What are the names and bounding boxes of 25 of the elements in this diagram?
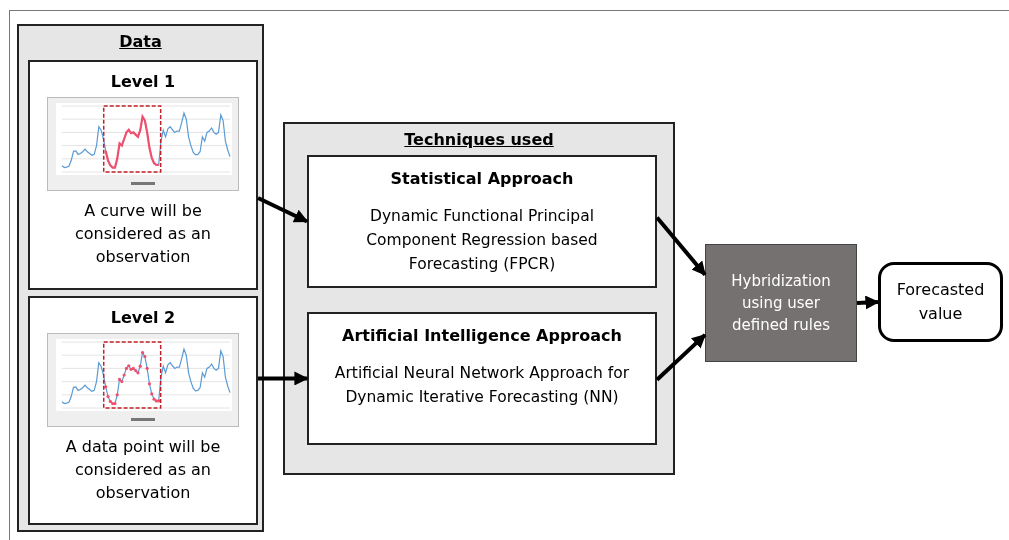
group-heading: Data (119, 32, 162, 51)
arrow (258, 371, 309, 386)
approach-box (307, 155, 657, 288)
level-box (28, 296, 258, 525)
arrow (856, 295, 880, 310)
approach-description: Artificial Neural Network Approach for Dynamic Iterative Forecasting (NN) (333, 363, 631, 408)
group-panel (283, 122, 675, 475)
level-heading: Level 2 (110, 308, 176, 327)
process-label: Hybridization using user defined rules (730, 271, 832, 336)
arrow (257, 196, 309, 224)
approach-description: Dynamic Functional Principal Component Regression based Forecasting (FPCR) (365, 206, 599, 275)
level-box (28, 60, 258, 290)
process-box (705, 244, 857, 362)
level-heading: Level 1 (110, 72, 176, 91)
approach-heading: Statistical Approach (390, 169, 574, 188)
approach-box (307, 312, 657, 445)
terminal-label: Forecasted value (895, 279, 986, 325)
level-description: A data point will be considered as an observation (64, 436, 222, 504)
group-panel (17, 24, 264, 532)
arrow (655, 333, 707, 382)
group-heading: Techniques used (404, 130, 554, 149)
arrow (655, 216, 707, 276)
level-description: A curve will be considered as an observation (74, 200, 212, 268)
approach-heading: Artificial Intelligence Approach (342, 326, 622, 345)
terminal-box (878, 262, 1003, 342)
